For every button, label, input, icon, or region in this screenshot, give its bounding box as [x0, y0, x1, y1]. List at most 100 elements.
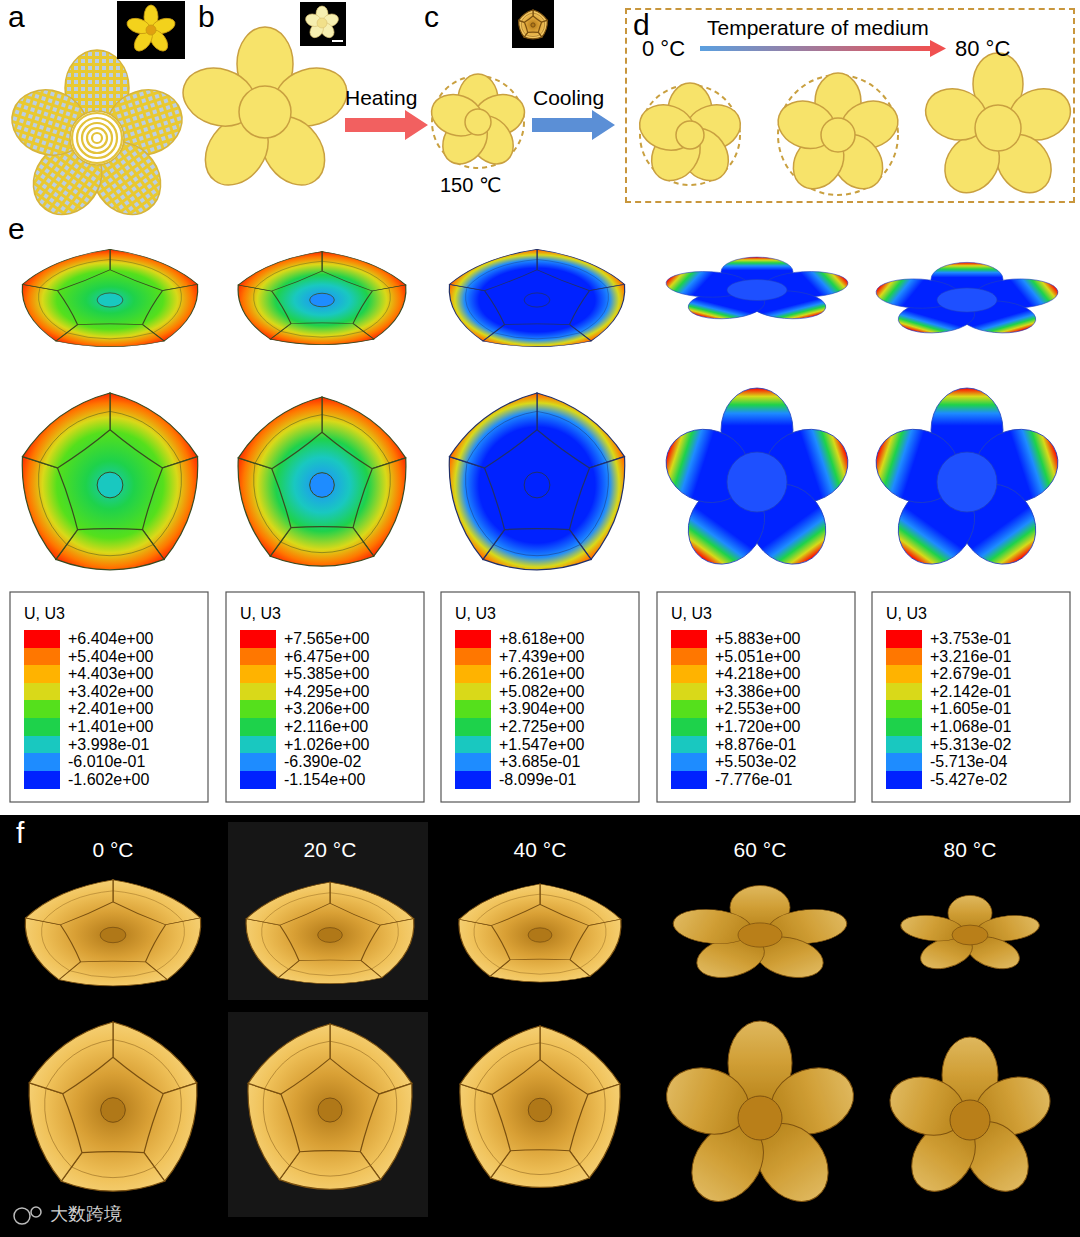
- simulation-shape: [255, 261, 322, 288]
- simulation-shape: [322, 415, 389, 464]
- legend-value: +6.404e+00: [68, 630, 153, 648]
- flower-photo: [528, 1098, 552, 1122]
- color-swatch: [886, 753, 922, 771]
- simulation-shape: [467, 260, 537, 288]
- color-swatch: [671, 771, 707, 789]
- color-swatch: [455, 718, 491, 736]
- simulation-shape: [937, 288, 997, 312]
- printed-flower: [70, 111, 124, 165]
- watermark: 大数跨境: [50, 1204, 122, 1225]
- simulation-shape: [537, 393, 624, 468]
- simulation-shape: [466, 462, 494, 544]
- flower-photo: [262, 922, 289, 969]
- legend-value: -8.099e-01: [499, 771, 576, 789]
- legend-value: +1.720e+00: [715, 718, 800, 736]
- color-swatch: [455, 736, 491, 754]
- watermark-logo: [14, 1208, 30, 1224]
- flower-photo: [501, 1164, 580, 1174]
- color-swatch: [455, 648, 491, 666]
- legend-value: -5.427e-02: [930, 771, 1007, 789]
- simulation-shape: [39, 287, 67, 332]
- inset-photo: [300, 2, 346, 46]
- color-swatch: [671, 736, 707, 754]
- open-flower: [975, 105, 1021, 151]
- flower-photo: [528, 928, 552, 942]
- simulation-shape: [110, 411, 180, 462]
- simulation-shape: [238, 252, 322, 291]
- simulation-shape: [22, 284, 77, 341]
- simulation-shape: [580, 287, 608, 332]
- folded-flower-photo: [519, 10, 533, 22]
- flower-photo: [70, 971, 157, 978]
- real-flower: [146, 25, 156, 35]
- flower-photo: [318, 928, 343, 943]
- color-swatch: [240, 665, 276, 683]
- flower-photo: [474, 922, 500, 968]
- temperature-label: 40 °C: [514, 838, 567, 862]
- flower-photo: [459, 884, 540, 926]
- flower-photo: [950, 1100, 990, 1140]
- simulation-shape: [22, 393, 197, 570]
- concentric-ring: [72, 113, 122, 163]
- temperature-label: 0 °C: [642, 36, 685, 61]
- flower-photo: [371, 922, 398, 969]
- color-swatch: [886, 700, 922, 718]
- simulation-shape: [866, 262, 1067, 338]
- legend-value: +4.403e+00: [68, 665, 153, 683]
- flower-photo: [330, 1024, 412, 1094]
- color-swatch: [886, 665, 922, 683]
- photo-frame: [228, 822, 428, 1000]
- panel-letter: c: [424, 0, 439, 35]
- folded-flower-photo: [526, 35, 540, 37]
- legend-value: +8.876e-01: [715, 736, 796, 754]
- flower-photo: [459, 884, 621, 982]
- flower-photo: [248, 1024, 330, 1094]
- photo-panel: [0, 815, 1080, 1237]
- simulation-shape: [449, 249, 624, 346]
- color-swatch: [455, 630, 491, 648]
- flower-photo: [540, 1026, 620, 1094]
- legend-value: +5.503e-02: [715, 753, 796, 771]
- simulation-shape: [363, 288, 390, 331]
- simulation-shape: [537, 411, 607, 462]
- color-swatch: [886, 771, 922, 789]
- legend-value: +3.206e+00: [284, 700, 369, 718]
- printed-flower-photo: [304, 6, 340, 40]
- printed-flower: [3, 50, 190, 228]
- flower-photo: [45, 1088, 72, 1167]
- simulation-shape: [524, 472, 550, 498]
- simulation-shape: [110, 260, 180, 288]
- color-swatch: [671, 683, 707, 701]
- color-swatch: [240, 683, 276, 701]
- panel-letter: f: [16, 816, 24, 851]
- legend-box: [872, 592, 1070, 802]
- legend-value: +1.605e-01: [930, 700, 1011, 718]
- simulation-shape: [238, 252, 406, 345]
- half-open-flower: [821, 118, 855, 152]
- simulation-shape: [450, 393, 537, 468]
- flower-photo: [952, 925, 988, 945]
- legend-value: +5.404e+00: [68, 648, 153, 666]
- flower-photo: [156, 921, 184, 970]
- flower-photo: [25, 880, 200, 986]
- legend-value: -5.713e-04: [930, 753, 1007, 771]
- folded-flower: [465, 109, 491, 135]
- flower-photo: [46, 1040, 113, 1089]
- simulation-shape: [322, 397, 406, 469]
- concentric-ring: [82, 123, 112, 153]
- color-swatch: [24, 718, 60, 736]
- simulation-shape: [656, 388, 857, 579]
- flower-photo: [290, 1166, 371, 1176]
- folded-flower: [676, 121, 704, 149]
- legend-box: [441, 592, 639, 802]
- simulation-shape: [39, 462, 67, 544]
- color-swatch: [886, 718, 922, 736]
- flower-photo: [330, 1041, 395, 1089]
- temperature-arrow: [700, 46, 932, 51]
- legend-value: +6.475e+00: [284, 648, 369, 666]
- flower-photo: [100, 927, 126, 942]
- flower-photo: [289, 969, 372, 975]
- simulation-shape: [110, 393, 197, 468]
- flower-photo: [248, 1024, 412, 1189]
- legend-title: U, U3: [24, 605, 65, 623]
